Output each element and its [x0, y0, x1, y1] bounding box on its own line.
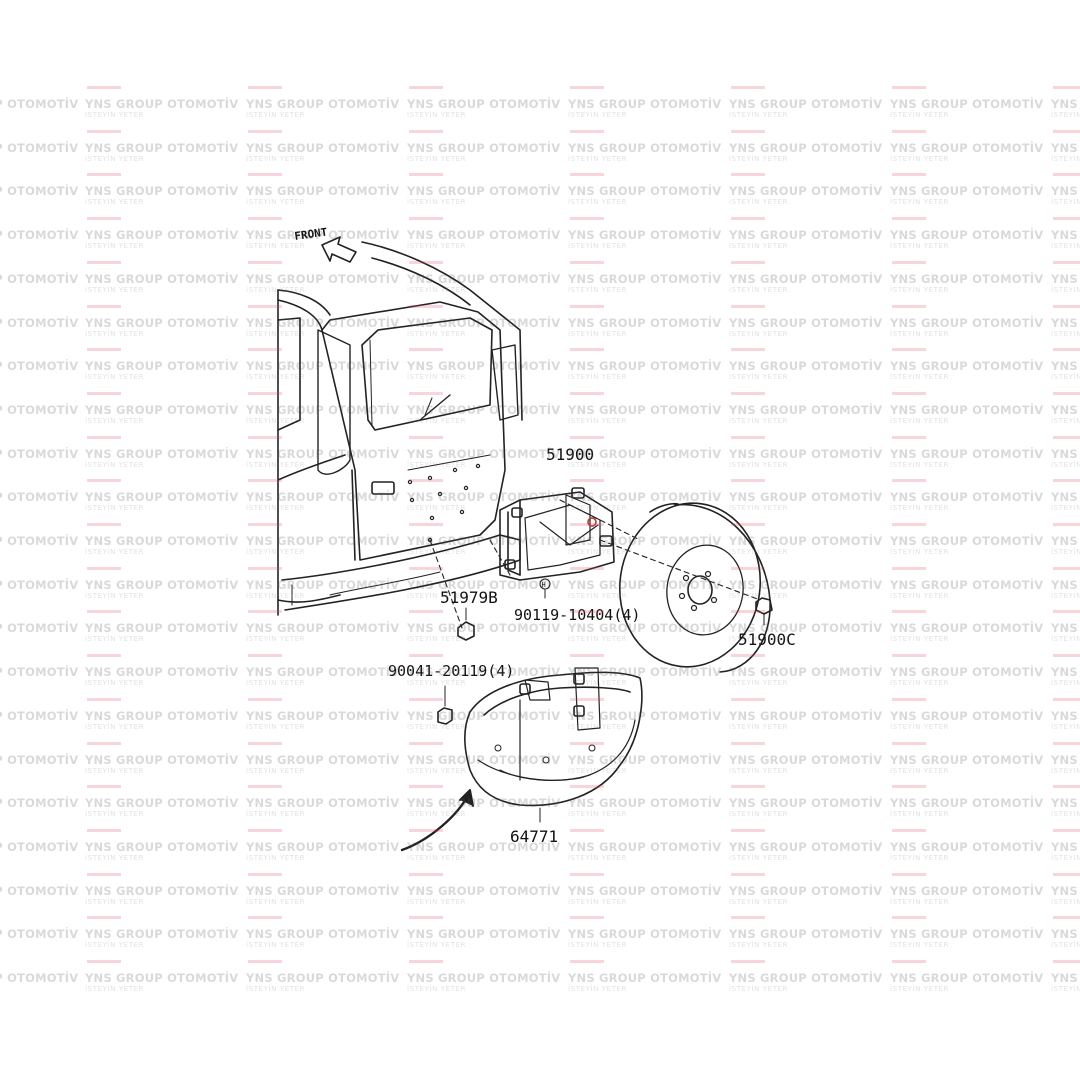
spare-tire-cover: [463, 667, 643, 823]
part-label-51900c: 51900C: [738, 630, 796, 649]
part-label-51979b: 51979B: [440, 588, 498, 607]
bolt-marker-label: H: [542, 581, 546, 589]
front-label: FRONT: [294, 225, 329, 243]
part-label-90041: 90041-20119(4): [388, 662, 514, 680]
spare-wheel-carrier-bracket: [499, 487, 615, 581]
pointer-arrow-icon: [400, 789, 474, 852]
washer-part: [457, 607, 475, 641]
front-arrow-icon: [321, 236, 357, 263]
part-label-64771: 64771: [510, 827, 558, 846]
wheel-nut-cap: [755, 597, 773, 626]
nut-part: [437, 685, 453, 725]
vehicle-body: [277, 241, 523, 616]
bolt-marker: [539, 578, 551, 599]
part-label-51900: 51900: [546, 445, 594, 464]
spare-tire: [618, 502, 771, 673]
part-label-90119: 90119-10404(4): [514, 606, 640, 624]
